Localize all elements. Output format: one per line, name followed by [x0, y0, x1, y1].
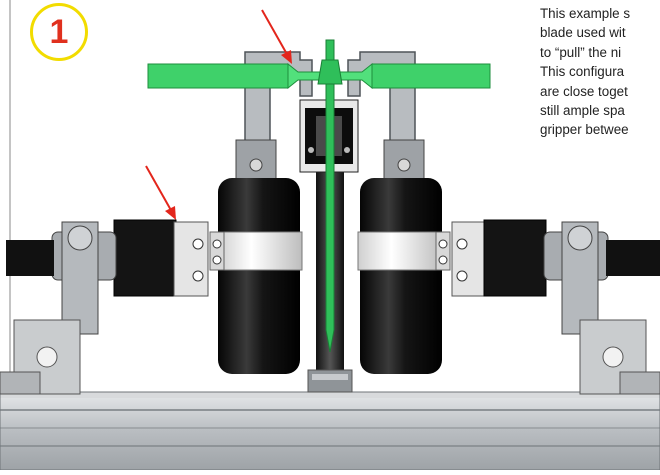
caption-line: gripper betwee: [540, 122, 629, 138]
left-cylinder: [209, 178, 303, 374]
right-mounting-foot: [579, 319, 660, 395]
caption-line: to “pull” the ni: [540, 44, 622, 60]
green-blade: [147, 39, 491, 353]
caption-line: This configura: [540, 64, 625, 80]
right-gripper-module: [451, 219, 660, 335]
caption-line: This example s: [540, 6, 631, 21]
arrow-pointer-blade: [261, 9, 292, 64]
right-cylinder: [357, 178, 451, 374]
caption-text: This example s blade used wit to “pull” …: [540, 4, 660, 140]
step-number-badge: 1: [30, 3, 88, 61]
arrow-pointer-gripper: [145, 165, 176, 220]
left-gripper-module: [6, 219, 209, 335]
caption-line: still ample spa: [540, 102, 625, 118]
step-number: 1: [49, 13, 69, 51]
caption-line: are close toget: [540, 83, 628, 99]
caption-line: blade used wit: [540, 25, 626, 41]
left-mounting-foot: [0, 319, 81, 395]
base-rail: [0, 391, 660, 471]
